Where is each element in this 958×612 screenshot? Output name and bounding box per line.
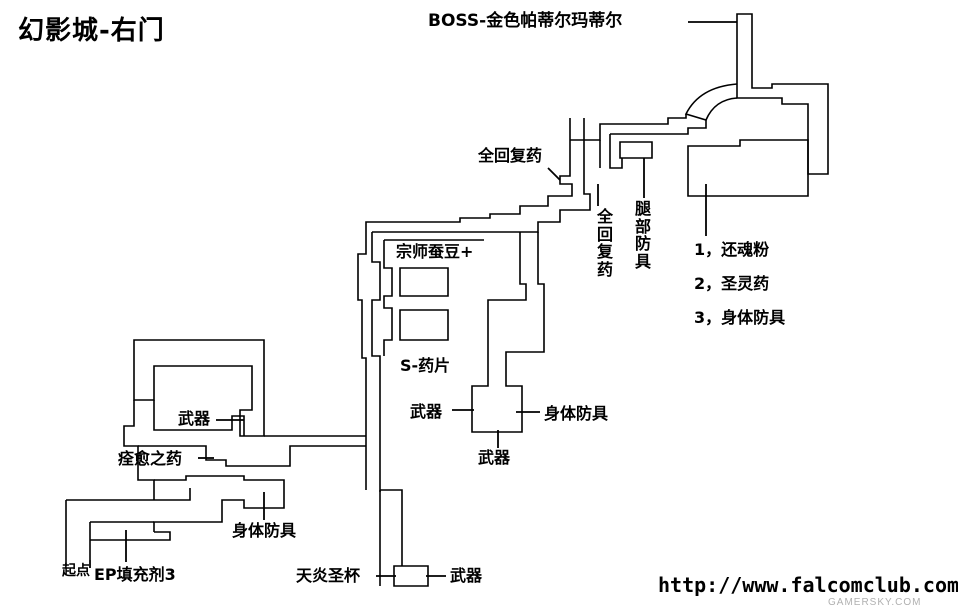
leg-armor-room [599, 134, 653, 169]
center-branch [471, 232, 545, 433]
bean-room [383, 239, 484, 356]
master-bean-label: 宗师蚕豆+ [396, 242, 474, 261]
full-heal-label-1: 全回复药 [478, 146, 543, 165]
chest-item-3: 3，身体防具 [694, 308, 786, 327]
map-title: 幻影城-右门 [18, 16, 165, 46]
boss-label: BOSS-金色帕蒂尔玛蒂尔 [428, 11, 623, 31]
full-heal-label-2: 全回复药 [596, 207, 613, 279]
start-label: 起点 [62, 563, 90, 579]
body-armor-center-label: 身体防具 [544, 404, 609, 423]
chest-room [687, 139, 809, 197]
sky-flame-cup-label: 天炎圣杯 [296, 566, 361, 585]
chest-item-2: 2，圣灵药 [694, 274, 770, 293]
boss-corridor [570, 13, 829, 175]
left-complex [65, 339, 366, 566]
weapon-left-label: 武器 [178, 409, 211, 428]
source-url: http://www.falcomclub.com [658, 573, 958, 597]
weapon-bottom-label: 武器 [450, 566, 483, 585]
leg-armor-label: 腿部防具 [634, 199, 651, 271]
weapon-center-label: 武器 [410, 402, 443, 421]
heal-medicine-label: 痊愈之药 [118, 449, 183, 468]
upper-corridor [357, 118, 591, 492]
s-medicine-label: S-药片 [400, 356, 451, 375]
body-armor-left-label: 身体防具 [232, 521, 297, 540]
ep-refill-label: EP填充剂3 [94, 565, 176, 584]
leader-lines [89, 21, 737, 577]
watermark: GAMERSKY.COM [828, 597, 922, 608]
south-corridor [365, 430, 429, 587]
weapon-center-bottom-label: 武器 [478, 448, 511, 467]
chest-item-1: 1，还魂粉 [694, 240, 770, 259]
